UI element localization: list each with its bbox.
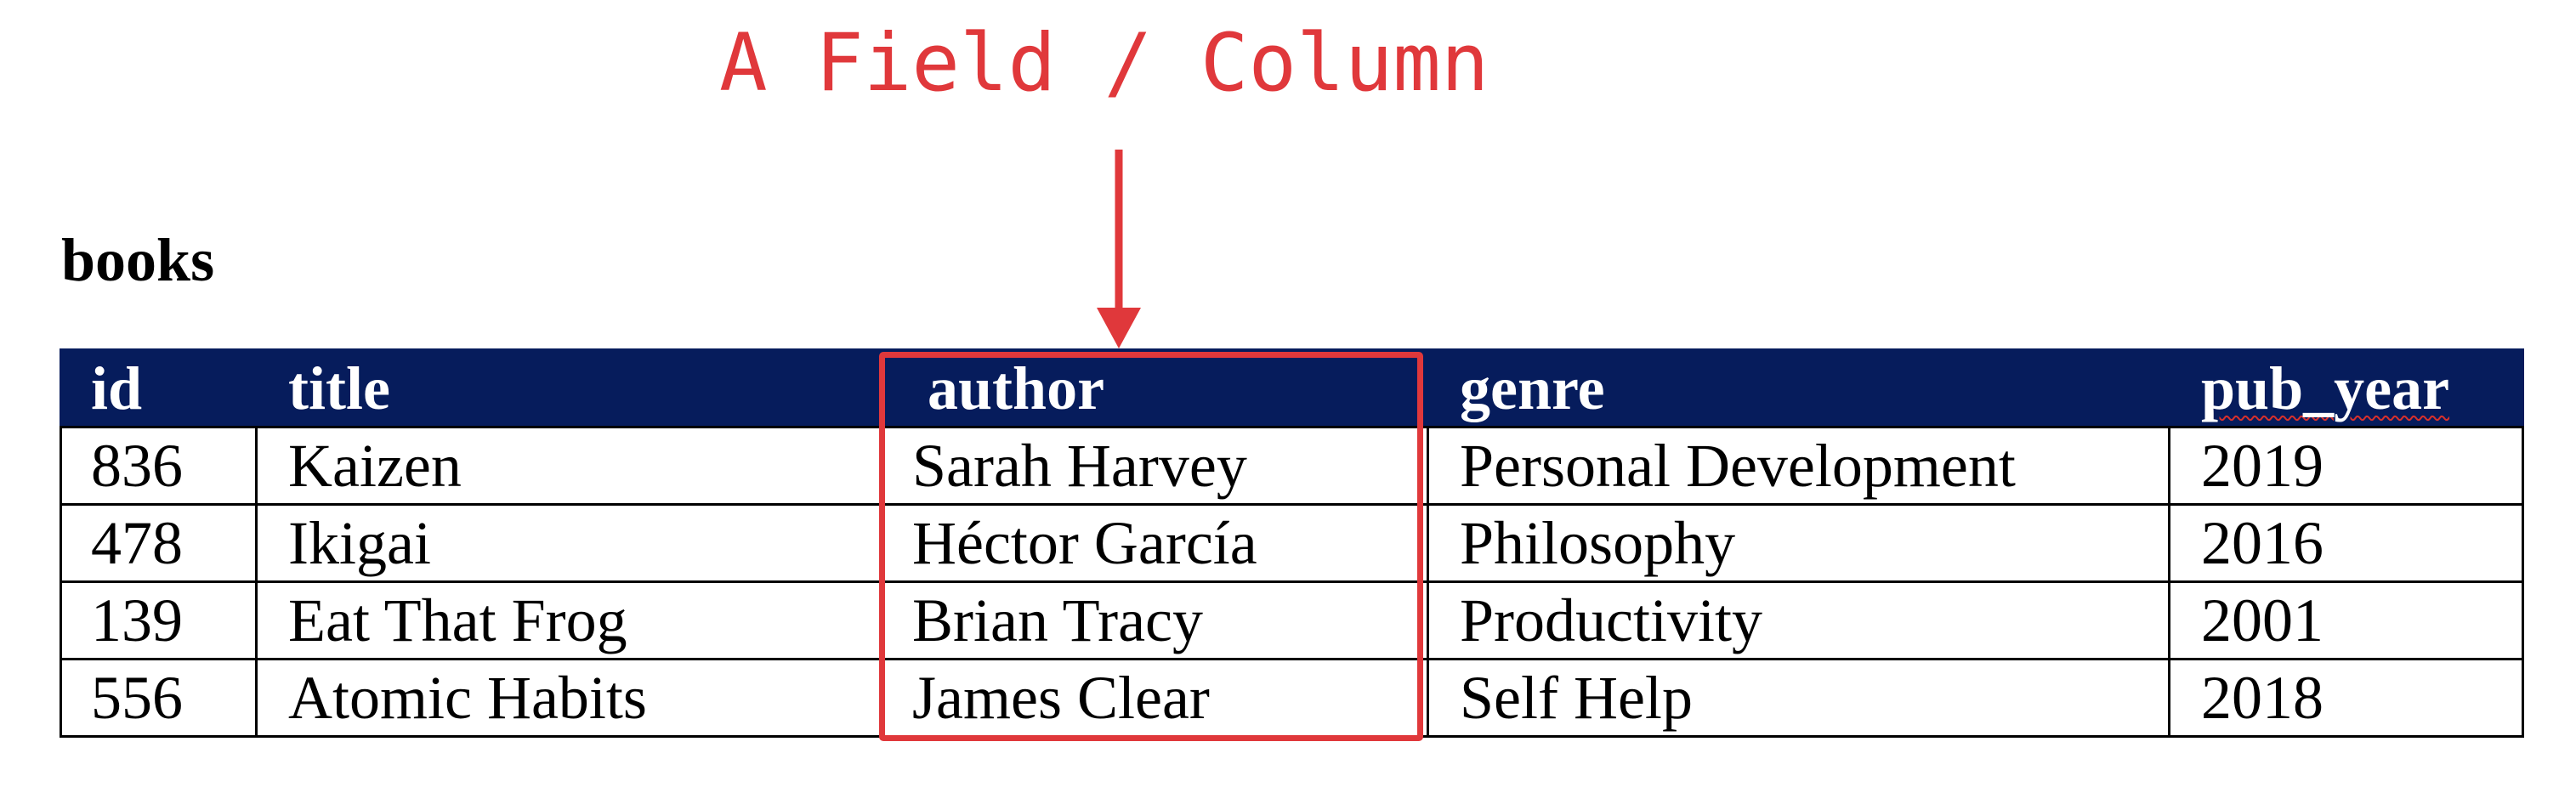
cell-author: Brian Tracy <box>879 580 1429 660</box>
cell-title: Eat That Frog <box>255 580 882 660</box>
column-header-author: author <box>879 348 1429 428</box>
cell-genre: Productivity <box>1427 580 2170 660</box>
column-header-pub-year: pub_year <box>2168 348 2524 428</box>
table-row: 836 Kaizen Sarah Harvey Personal Develop… <box>60 426 2524 506</box>
cell-author: Héctor García <box>879 503 1429 583</box>
cell-genre: Self Help <box>1427 658 2170 738</box>
column-header-title: title <box>255 348 882 428</box>
cell-id: 836 <box>60 426 258 506</box>
column-header-id: id <box>60 348 258 428</box>
column-header-genre: genre <box>1427 348 2170 428</box>
cell-title: Ikigai <box>255 503 882 583</box>
cell-title: Atomic Habits <box>255 658 882 738</box>
annotation-label: A Field / Column <box>719 17 1489 110</box>
table-row: 139 Eat That Frog Brian Tracy Productivi… <box>60 580 2524 660</box>
cell-id: 478 <box>60 503 258 583</box>
cell-author: Sarah Harvey <box>879 426 1429 506</box>
cell-genre: Philosophy <box>1427 503 2170 583</box>
cell-id: 556 <box>60 658 258 738</box>
cell-genre: Personal Development <box>1427 426 2170 506</box>
books-table: id title author genre pub_year 836 Kaize… <box>60 348 2524 738</box>
cell-pub-year: 2019 <box>2168 426 2524 506</box>
cell-pub-year: 2016 <box>2168 503 2524 583</box>
table-caption: books <box>61 226 215 294</box>
arrow-head <box>1097 308 1141 348</box>
table-row: 478 Ikigai Héctor García Philosophy 2016 <box>60 503 2524 583</box>
cell-title: Kaizen <box>255 426 882 506</box>
table-row: 556 Atomic Habits James Clear Self Help … <box>60 658 2524 738</box>
header-row: id title author genre pub_year <box>60 348 2524 428</box>
cell-id: 139 <box>60 580 258 660</box>
cell-author: James Clear <box>879 658 1429 738</box>
spellcheck-underline: pub_year <box>2201 354 2450 422</box>
cell-pub-year: 2018 <box>2168 658 2524 738</box>
cell-pub-year: 2001 <box>2168 580 2524 660</box>
